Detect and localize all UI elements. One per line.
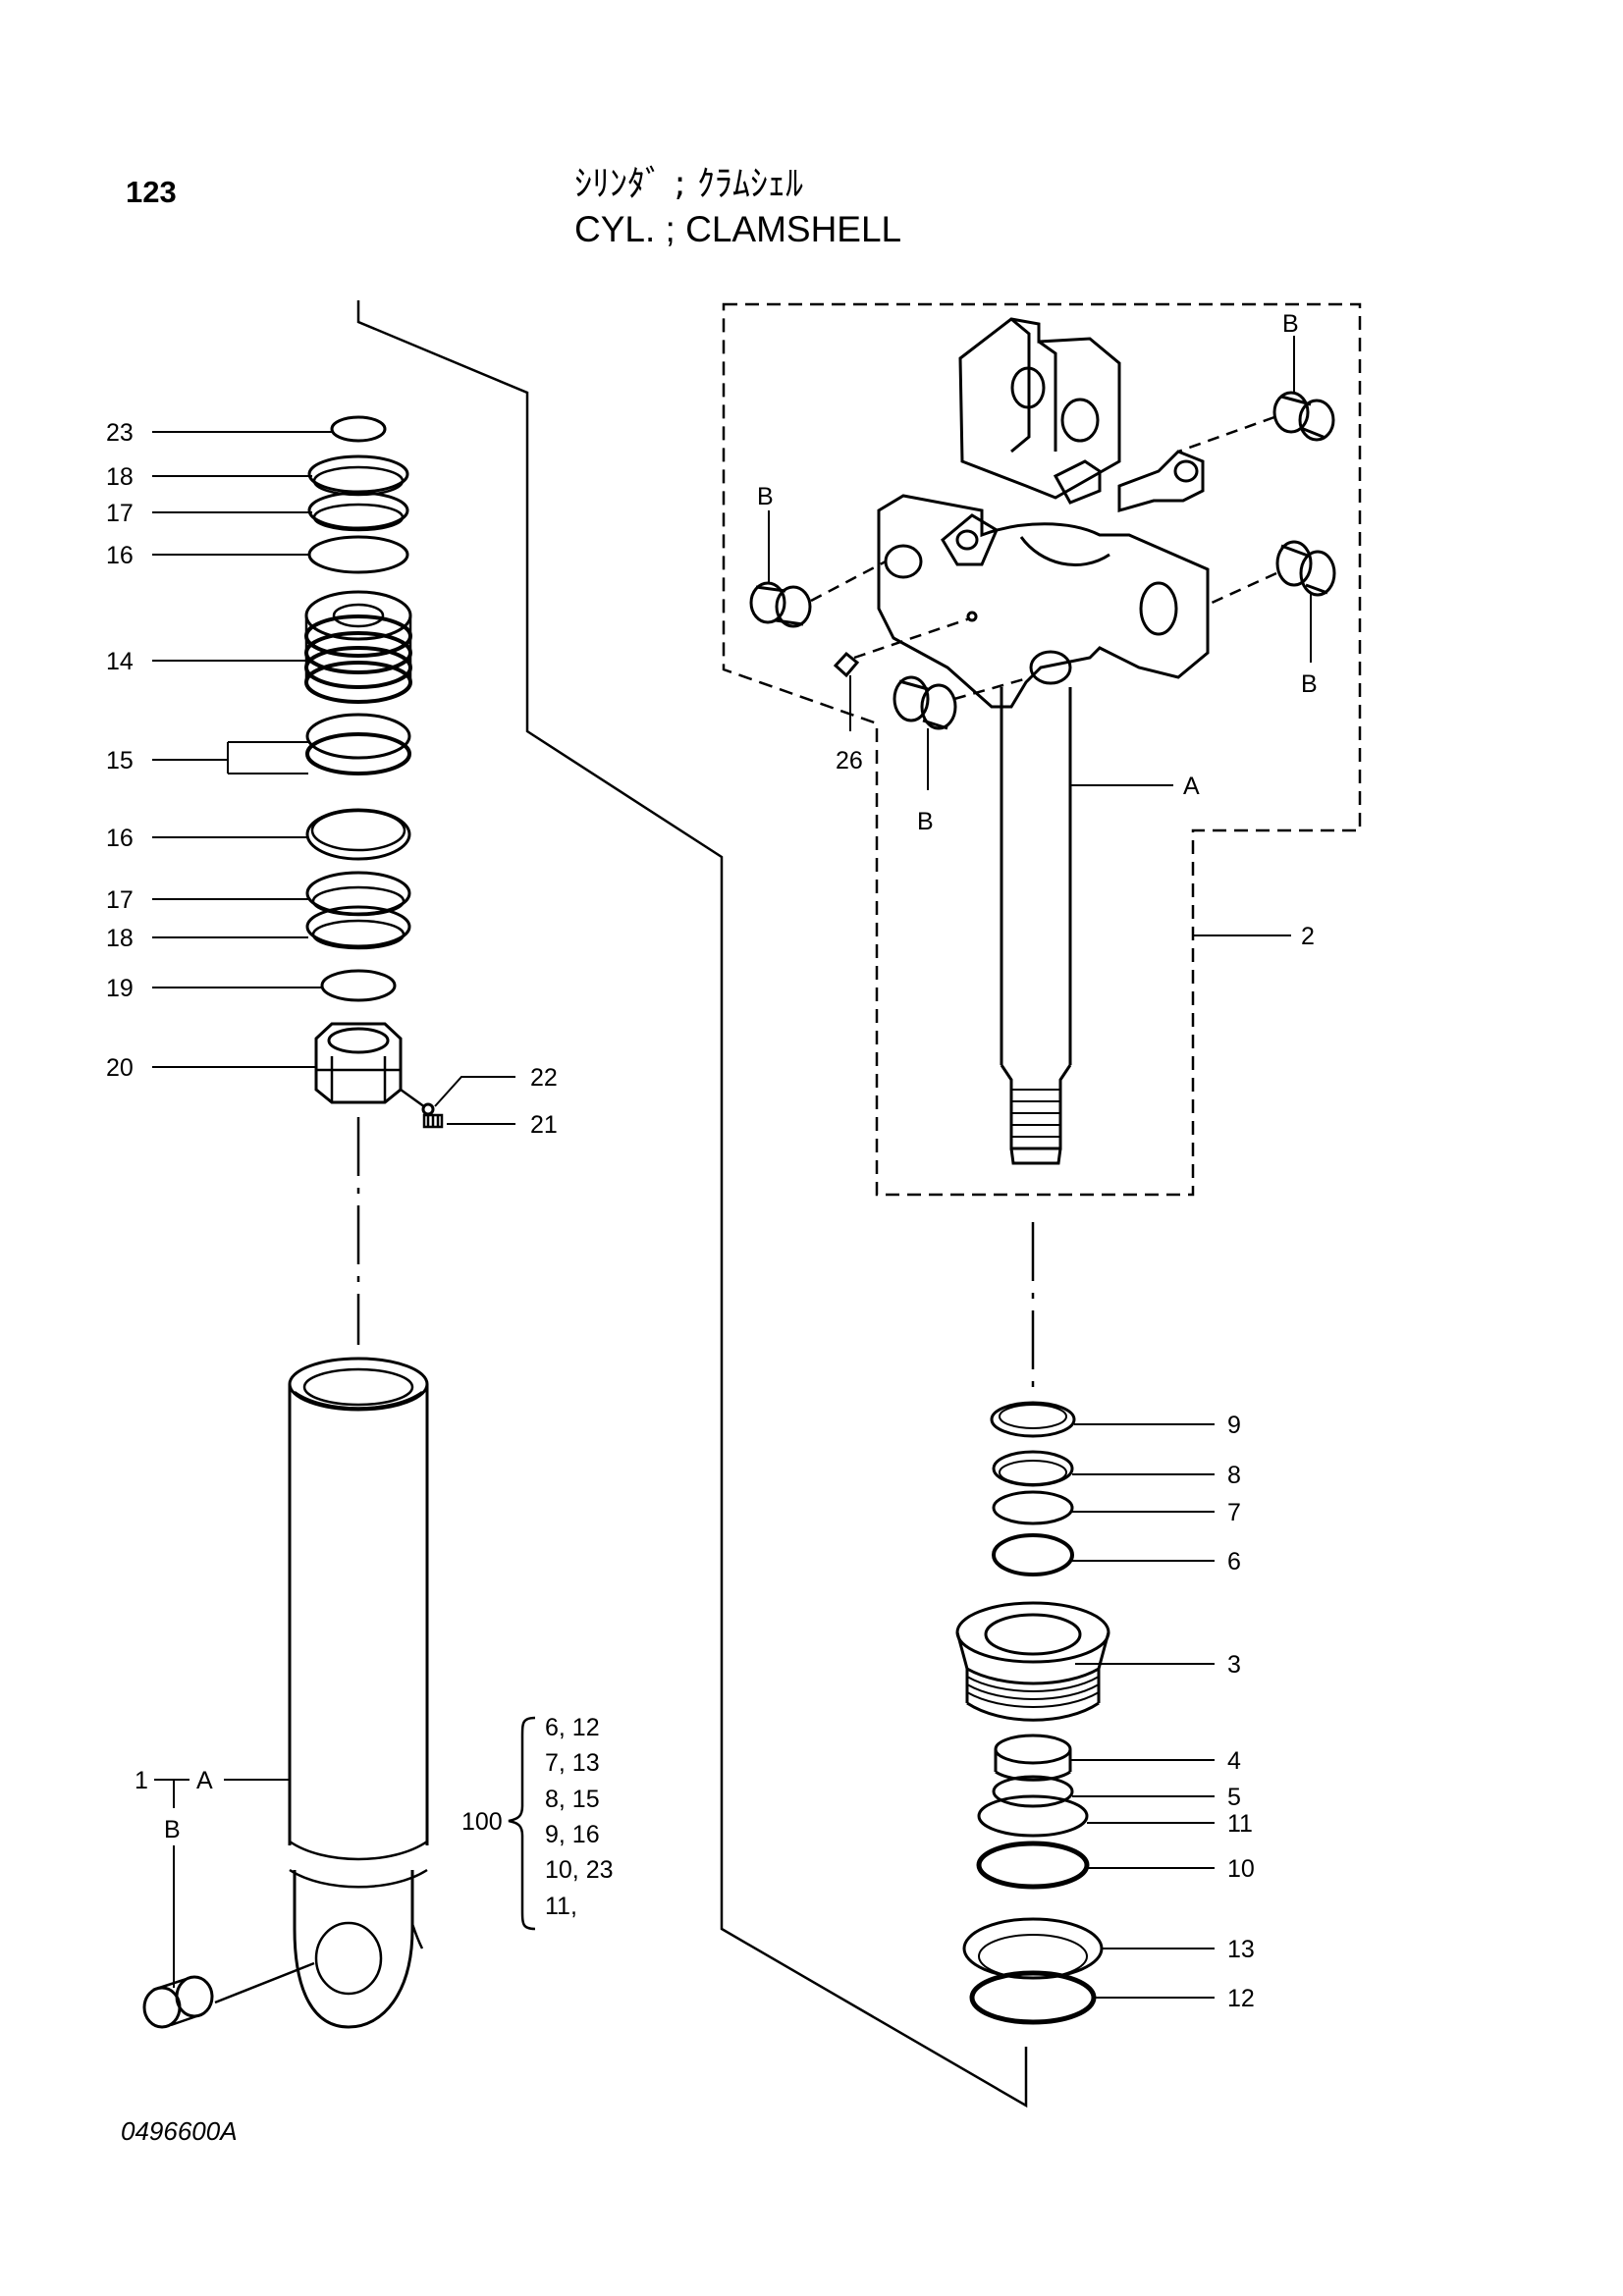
- callout-a: A: [1183, 773, 1200, 800]
- bushing-left-top: [749, 560, 887, 628]
- grease-nipple: [833, 616, 971, 678]
- cylinder-tube: [288, 1357, 429, 2029]
- callout-11: 11: [1227, 1810, 1253, 1838]
- kit-number: 100: [461, 1808, 503, 1836]
- callout-2: 2: [1301, 923, 1315, 950]
- seal-kit-list: 100 6, 12 7, 13 8, 15 9, 16 10, 23 11,: [461, 1714, 614, 1920]
- callout-b-top: B: [1282, 310, 1299, 338]
- callout-10: 10: [1227, 1855, 1255, 1883]
- callout-22: 22: [530, 1064, 558, 1092]
- callout-14: 14: [106, 648, 134, 675]
- seal-stack-right: [955, 1401, 1110, 2025]
- kit-row: 10, 23: [545, 1856, 614, 1884]
- callout-16: 16: [106, 542, 134, 569]
- callout-1-b: B: [164, 1816, 181, 1843]
- bushing-right-mid: [1209, 540, 1336, 606]
- title-japanese: ｼﾘﾝﾀﾞ ; ｸﾗﾑｼｪﾙ: [574, 164, 804, 204]
- callout-17: 17: [106, 886, 134, 914]
- callout-15: 15: [106, 747, 134, 774]
- bushing-left-bottom-head: [893, 675, 1032, 730]
- callout-18: 18: [106, 925, 134, 952]
- bushing-left-bottom: [142, 1961, 315, 2029]
- kit-row: 9, 16: [545, 1821, 600, 1848]
- kit-brace: [508, 1716, 536, 1931]
- bushing-top-right: [1177, 391, 1335, 454]
- kit-row: 6, 12: [545, 1714, 600, 1741]
- kit-row: 7, 13: [545, 1749, 600, 1777]
- kit-row: 8, 15: [545, 1786, 600, 1813]
- seal-stack-left: [304, 415, 444, 1129]
- callout-5: 5: [1227, 1784, 1241, 1811]
- callout-16: 16: [106, 825, 134, 852]
- callout-1-a: A: [196, 1767, 213, 1794]
- callout-19: 19: [106, 975, 134, 1002]
- assembly-connector-line: [356, 300, 1028, 2109]
- callout-3: 3: [1227, 1651, 1241, 1679]
- callout-4: 4: [1227, 1747, 1241, 1775]
- callout-b-bottom: B: [917, 808, 934, 835]
- callout-21: 21: [530, 1111, 558, 1139]
- drawing-number: 0496600A: [121, 2116, 238, 2146]
- callout-b-right: B: [1301, 670, 1318, 698]
- callout-17: 17: [106, 500, 134, 527]
- kit-row: 11,: [545, 1893, 577, 1920]
- leader-lines: [152, 336, 1312, 1999]
- callout-8: 8: [1227, 1462, 1241, 1489]
- title-english: CYL. ; CLAMSHELL: [574, 209, 902, 249]
- callout-13: 13: [1227, 1936, 1255, 1963]
- rod-assembly-dashed-box: [722, 302, 1362, 1197]
- callout-23: 23: [106, 419, 134, 447]
- callout-9: 9: [1227, 1412, 1241, 1439]
- callout-6: 6: [1227, 1548, 1241, 1575]
- callout-26: 26: [836, 747, 863, 774]
- callout-labels: 23 18 17 16 14 15 16 17 18 19 20 22 21 1…: [106, 310, 1318, 2012]
- callout-12: 12: [1227, 1985, 1255, 2012]
- callout-20: 20: [106, 1054, 134, 1082]
- page-number: 123: [126, 175, 177, 209]
- callout-1: 1: [135, 1767, 148, 1794]
- callout-b-left: B: [757, 483, 774, 510]
- callout-18: 18: [106, 463, 134, 491]
- rod-head: [877, 317, 1210, 1165]
- callout-7: 7: [1227, 1499, 1241, 1526]
